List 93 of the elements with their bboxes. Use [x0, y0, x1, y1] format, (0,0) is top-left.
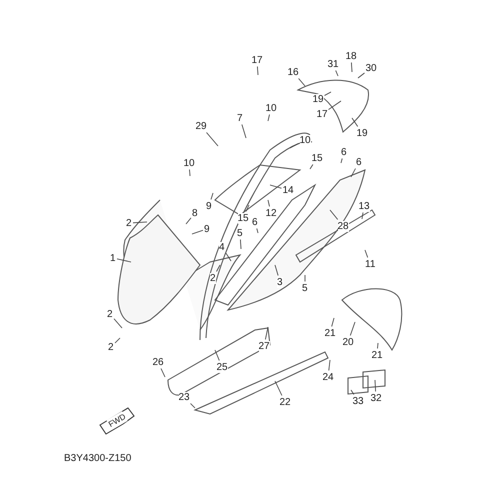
- callout-number: 5: [302, 282, 308, 294]
- leader-line: [310, 164, 314, 170]
- leader-line: [160, 368, 166, 378]
- leader-line: [298, 78, 306, 86]
- leader-line: [351, 62, 352, 72]
- callout-number: 6: [341, 146, 347, 158]
- callout-number: 11: [365, 258, 376, 270]
- callout-number: 10: [184, 158, 195, 168]
- leader-line: [226, 252, 232, 262]
- leader-line: [214, 350, 220, 361]
- callout-number: 26: [152, 356, 164, 368]
- callout-number: 8: [192, 208, 198, 218]
- leader-line: [358, 72, 365, 78]
- callout-number: 25: [216, 362, 228, 372]
- leader-line: [335, 70, 338, 76]
- leader-line: [116, 258, 132, 262]
- leader-line: [364, 250, 368, 258]
- leader-line: [350, 322, 356, 336]
- callout-number: 23: [178, 392, 190, 402]
- callout-number: 9: [206, 200, 212, 212]
- callout-number: 2: [126, 218, 132, 228]
- leader-line: [186, 218, 192, 224]
- callout-number: 6: [252, 216, 258, 228]
- callout-number: 17: [316, 108, 328, 120]
- callout-number: 22: [280, 396, 291, 408]
- callout-number: 10: [300, 134, 311, 146]
- leader-line: [374, 380, 376, 392]
- callout-number: 6: [356, 156, 362, 168]
- callout-number: 32: [370, 392, 382, 404]
- leader-line: [246, 204, 250, 212]
- leader-line: [114, 338, 120, 344]
- callout-number: 9: [204, 224, 210, 234]
- callout-number: 3: [277, 276, 283, 288]
- leader-line: [330, 210, 338, 220]
- callout-number: 10: [266, 102, 277, 114]
- callout-number: 13: [358, 200, 370, 212]
- callout-number: 1: [110, 252, 116, 264]
- leader-line: [274, 264, 278, 276]
- diagram-code: B3Y4300-Z150: [64, 452, 132, 464]
- leader-line: [328, 360, 330, 371]
- leader-line: [362, 212, 364, 220]
- leader-line: [242, 124, 246, 138]
- callout-number: 30: [366, 62, 377, 74]
- leader-line: [114, 318, 122, 328]
- callout-number: 18: [346, 50, 357, 62]
- direction-label: FWD: [106, 410, 128, 430]
- callout-number: 2: [107, 308, 113, 320]
- leader-line: [352, 118, 358, 127]
- leader-line: [189, 169, 190, 176]
- callout-number: 24: [322, 372, 334, 382]
- leader-line: [132, 222, 148, 224]
- callout-number: 2: [108, 342, 114, 352]
- leader-line: [265, 326, 268, 340]
- callout-number: 5: [237, 228, 243, 238]
- callout-number: 21: [324, 328, 336, 338]
- callout-number: 31: [328, 58, 339, 70]
- leader-line: [256, 228, 258, 234]
- leader-line: [304, 274, 306, 282]
- leader-line: [257, 66, 258, 76]
- leader-line: [190, 403, 196, 408]
- callout-number: 7: [237, 112, 243, 124]
- leader-line: [324, 92, 332, 96]
- leader-line: [377, 342, 378, 349]
- callout-number: 16: [288, 66, 299, 78]
- callout-number: 21: [372, 350, 383, 360]
- leader-line: [274, 380, 282, 396]
- callout-number: 29: [196, 120, 207, 132]
- leader-line: [206, 132, 218, 146]
- callout-number: 20: [342, 336, 354, 348]
- callout-number: 15: [238, 212, 249, 224]
- callout-number: 14: [282, 184, 294, 196]
- leader-line: [270, 184, 282, 189]
- leader-line: [340, 158, 343, 164]
- leader-line: [240, 239, 242, 250]
- callout-number: 27: [258, 340, 270, 352]
- leader-line: [328, 100, 342, 110]
- callout-number: 19: [312, 94, 324, 104]
- callout-number: 33: [352, 396, 364, 406]
- callout-number: 19: [356, 128, 368, 138]
- callout-number: 15: [312, 152, 323, 164]
- leader-line: [192, 230, 204, 234]
- callout-number: 17: [252, 54, 263, 66]
- leader-line: [350, 168, 356, 178]
- callout-number: 2: [210, 272, 216, 284]
- leader-line: [216, 264, 220, 272]
- leader-line: [290, 143, 299, 148]
- leader-line: [350, 390, 354, 395]
- callout-number: 12: [266, 208, 277, 218]
- leader-line: [331, 318, 334, 327]
- leader-line: [210, 192, 214, 200]
- leader-line: [268, 200, 270, 207]
- callout-number: 4: [219, 242, 225, 252]
- leader-line: [268, 114, 270, 122]
